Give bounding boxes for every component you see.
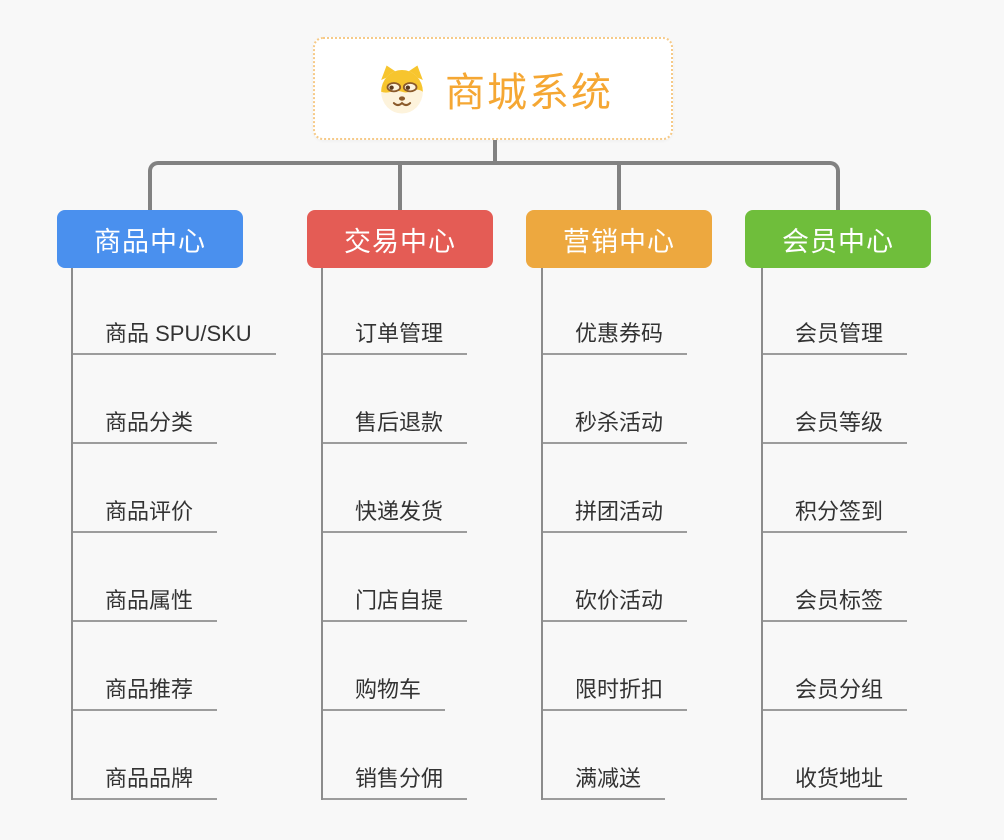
- connector-drop-trade: [398, 163, 402, 210]
- leaf-node-label[interactable]: 秒杀活动: [543, 405, 688, 444]
- leaf-node: 秒杀活动: [543, 355, 688, 444]
- shiba-dog-face-icon: [381, 64, 423, 113]
- leaf-node: 收货地址: [763, 711, 908, 800]
- connector-horizontal-bar: [170, 161, 818, 165]
- leaf-node-label[interactable]: 订单管理: [323, 316, 468, 355]
- leaf-node: 销售分佣: [323, 711, 468, 800]
- branch-label: 营销中心: [563, 226, 675, 257]
- dog-ear-left: [381, 64, 398, 80]
- branch-label: 交易中心: [344, 226, 456, 257]
- leaf-node: 商品 SPU/SKU: [73, 268, 276, 355]
- leaf-node-label[interactable]: 门店自提: [323, 583, 468, 622]
- branch-node-marketing-center[interactable]: 营销中心: [526, 210, 712, 268]
- leaf-node: 砍价活动: [543, 533, 688, 622]
- leaf-node: 商品分类: [73, 355, 276, 444]
- leaf-node: 商品品牌: [73, 711, 276, 800]
- root-title: 商城系统: [445, 70, 613, 115]
- leaf-node-label[interactable]: 售后退款: [323, 405, 468, 444]
- leaf-node-label[interactable]: 购物车: [323, 672, 446, 711]
- leaf-node-label[interactable]: 商品推荐: [73, 672, 218, 711]
- leaf-node-label[interactable]: 砍价活动: [543, 583, 688, 622]
- leaf-node-label[interactable]: 快递发货: [323, 494, 468, 533]
- leaf-node: 限时折扣: [543, 622, 688, 711]
- leaf-node: 购物车: [323, 622, 467, 711]
- leaf-column-member-center: 会员管理会员等级积分签到会员标签会员分组收货地址: [761, 268, 908, 800]
- leaf-node-label[interactable]: 商品品牌: [73, 761, 218, 800]
- branch-label: 商品中心: [94, 226, 206, 257]
- dog-ear-right: [406, 64, 423, 80]
- leaf-node-label[interactable]: 商品 SPU/SKU: [73, 316, 276, 355]
- leaf-node-label[interactable]: 积分签到: [763, 494, 908, 533]
- leaf-node: 满减送: [543, 711, 687, 800]
- connector-corner-left: [148, 161, 178, 210]
- leaf-node: 会员标签: [763, 533, 908, 622]
- leaf-node: 拼团活动: [543, 444, 688, 533]
- leaf-node: 售后退款: [323, 355, 468, 444]
- dog-mouth: [392, 101, 412, 106]
- leaf-node: 快递发货: [323, 444, 468, 533]
- leaf-node: 会员管理: [763, 268, 908, 355]
- leaf-node-label[interactable]: 商品评价: [73, 494, 218, 533]
- branch-node-product-center[interactable]: 商品中心: [57, 210, 243, 268]
- dog-eye-right: [402, 81, 418, 92]
- root-node[interactable]: 商城系统: [313, 37, 673, 140]
- leaf-node: 商品评价: [73, 444, 276, 533]
- leaf-node-label[interactable]: 限时折扣: [543, 672, 688, 711]
- connector-root-stub: [493, 140, 497, 163]
- leaf-node: 会员分组: [763, 622, 908, 711]
- leaf-node-label[interactable]: 商品属性: [73, 583, 218, 622]
- leaf-column-product-center: 商品 SPU/SKU 商品分类商品评价商品属性商品推荐商品品牌: [71, 268, 276, 800]
- leaf-node: 商品推荐: [73, 622, 276, 711]
- dog-nose: [398, 95, 406, 101]
- leaf-node-label[interactable]: 商品分类: [73, 405, 218, 444]
- leaf-node-label[interactable]: 会员分组: [763, 672, 908, 711]
- branch-node-trade-center[interactable]: 交易中心: [307, 210, 493, 268]
- leaf-node-label[interactable]: 拼团活动: [543, 494, 688, 533]
- leaf-node: 积分签到: [763, 444, 908, 533]
- leaf-node: 会员等级: [763, 355, 908, 444]
- leaf-node: 优惠券码: [543, 268, 688, 355]
- connector-drop-marketing: [617, 163, 621, 210]
- leaf-column-marketing-center: 优惠券码秒杀活动拼团活动砍价活动限时折扣满减送: [541, 268, 688, 800]
- connector-corner-right: [810, 161, 840, 210]
- leaf-node-label[interactable]: 满减送: [543, 761, 666, 800]
- branch-label: 会员中心: [782, 226, 894, 257]
- leaf-node: 订单管理: [323, 268, 468, 355]
- leaf-node-label[interactable]: 收货地址: [763, 761, 908, 800]
- leaf-column-trade-center: 订单管理售后退款快递发货门店自提购物车销售分佣: [321, 268, 468, 800]
- leaf-node-label[interactable]: 销售分佣: [323, 761, 468, 800]
- leaf-node: 门店自提: [323, 533, 468, 622]
- leaf-node-label[interactable]: 会员管理: [763, 316, 908, 355]
- leaf-node-label[interactable]: 优惠券码: [543, 316, 688, 355]
- branch-node-member-center[interactable]: 会员中心: [745, 210, 931, 268]
- leaf-node: 商品属性: [73, 533, 276, 622]
- leaf-node-label[interactable]: 会员标签: [763, 583, 908, 622]
- dog-eye-left: [386, 81, 402, 92]
- leaf-node-label[interactable]: 会员等级: [763, 405, 908, 444]
